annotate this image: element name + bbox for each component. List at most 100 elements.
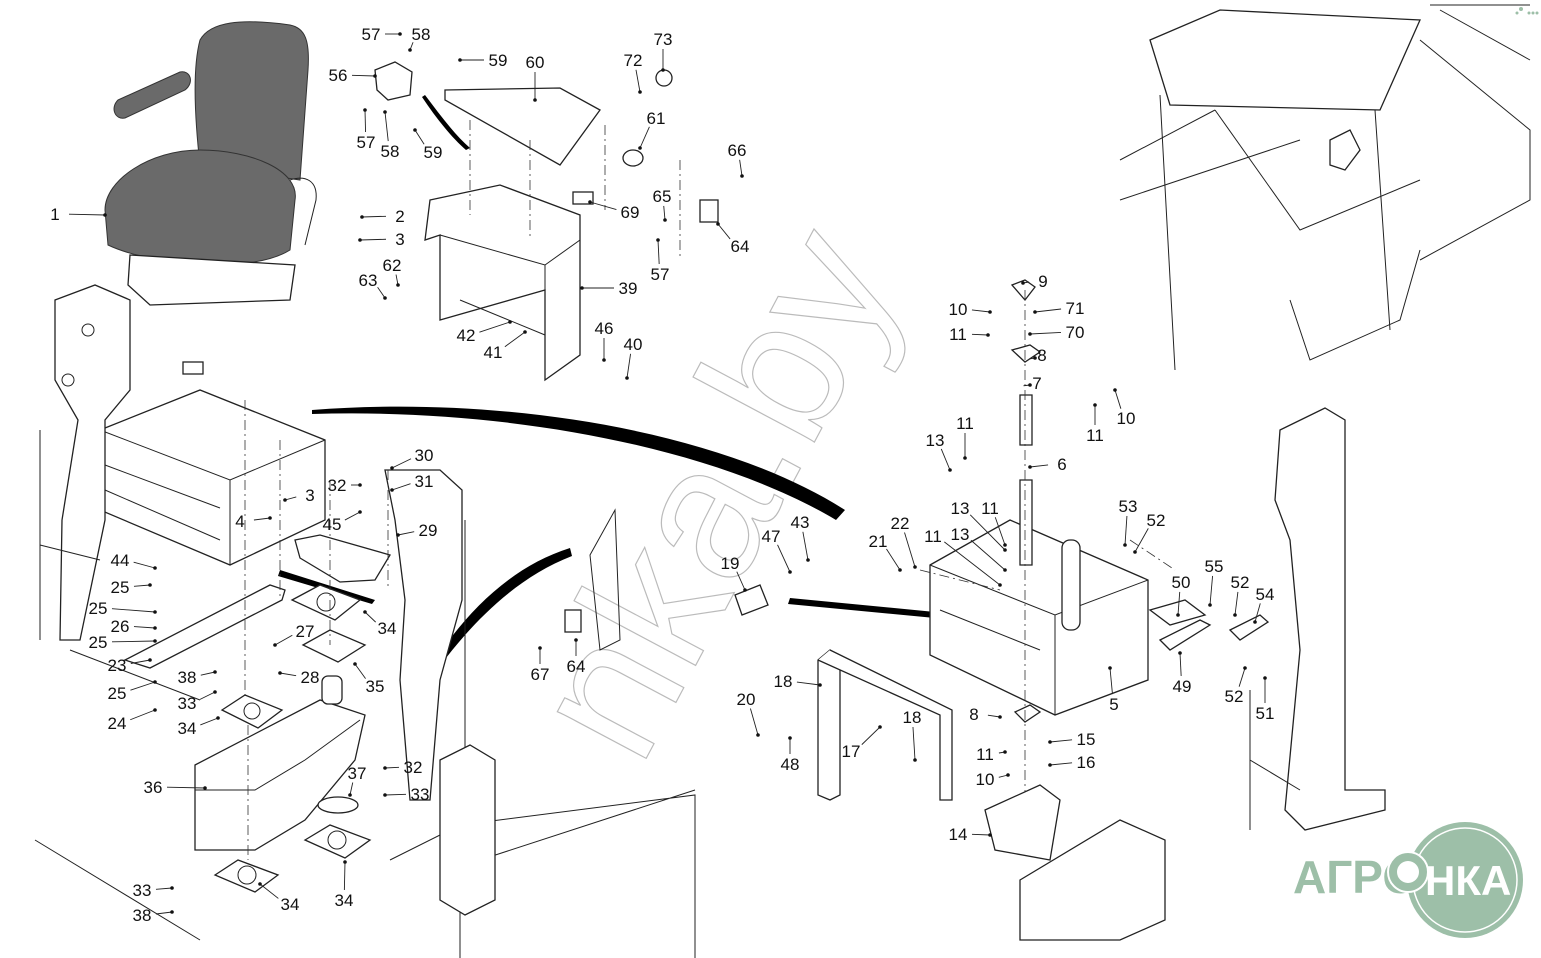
leader-dot <box>1263 676 1267 680</box>
leader-dot <box>363 610 367 614</box>
callout-c16: 16 <box>1048 753 1095 772</box>
callout-c13b: 13 <box>951 499 1007 552</box>
callout-c57a: 57 <box>362 25 402 44</box>
part-number-label: 11 <box>956 414 974 433</box>
leader-dot <box>1048 763 1052 767</box>
part-number-label: 37 <box>348 764 367 783</box>
part-number-label: 21 <box>869 532 888 551</box>
part-number-label: 48 <box>781 755 800 774</box>
callout-c34c: 34 <box>335 860 353 910</box>
leader-dot <box>413 128 417 132</box>
leader-line <box>377 287 386 299</box>
callout-c20: 20 <box>737 690 760 737</box>
callout-c45: 45 <box>323 510 362 534</box>
part-number-label: 11 <box>924 527 942 546</box>
callout-c49: 49 <box>1173 651 1191 696</box>
part-number-label: 34 <box>281 895 300 914</box>
seat-support-box-right <box>734 279 1270 941</box>
callout-c34b: 34 <box>363 610 396 638</box>
callout-c8b: 8 <box>969 705 1002 724</box>
part-number-label: 28 <box>301 668 320 687</box>
leader-dot <box>360 215 364 219</box>
leader-line <box>155 887 173 890</box>
part-number-label: 23 <box>108 656 127 675</box>
part-number-label: 32 <box>404 758 423 777</box>
callout-c62: 62 <box>383 256 401 287</box>
leader-line <box>1124 515 1128 546</box>
block-8b <box>1013 704 1042 723</box>
callout-c36: 36 <box>144 778 207 797</box>
leader-dot <box>363 108 367 112</box>
leader-line <box>639 126 650 149</box>
part-number-label: 52 <box>1225 687 1244 706</box>
leader-line <box>414 129 425 145</box>
leader-line <box>391 458 412 469</box>
callout-c32a: 32 <box>328 476 362 495</box>
leader-line <box>130 681 156 691</box>
leader-dot <box>1003 543 1007 547</box>
callout-c3b: 3 <box>283 486 315 505</box>
leader-dot <box>998 715 1002 719</box>
part-number-label: 36 <box>144 778 163 797</box>
leader-line <box>359 238 387 241</box>
part-number-label: 67 <box>531 665 550 684</box>
operator-seat <box>104 21 317 306</box>
latch-54 <box>1228 614 1270 641</box>
callout-c1: 1 <box>50 205 107 224</box>
leader-dot <box>878 725 882 729</box>
leader-dot <box>153 639 157 643</box>
callout-c25c: 25 <box>89 633 157 652</box>
seat-cushion <box>104 149 296 266</box>
mount-plate <box>294 534 391 583</box>
leader-line <box>384 111 389 142</box>
leader-dot <box>602 358 606 362</box>
handle-9 <box>1010 279 1036 302</box>
callout-c56: 56 <box>329 66 377 85</box>
callout-c25a: 25 <box>111 578 152 597</box>
leader-dot <box>1133 550 1137 554</box>
callout-c24: 24 <box>108 708 157 733</box>
tube-17 <box>817 649 841 801</box>
bracket-19 <box>734 584 769 616</box>
part-number-label: 55 <box>1205 557 1224 576</box>
post-6 <box>1019 479 1033 566</box>
part-number-label: 25 <box>89 599 108 618</box>
leader-dot <box>740 174 744 178</box>
leader-dot <box>963 456 967 460</box>
part-number-label: 52 <box>1147 511 1166 530</box>
callout-c21: 21 <box>869 532 902 572</box>
leader-line <box>111 608 156 613</box>
part-number-label: 3 <box>395 230 404 249</box>
callout-c10c: 10 <box>976 770 1010 789</box>
seat-backrest <box>194 21 309 181</box>
part-number-label: 57 <box>362 25 381 44</box>
leader-dot <box>533 98 537 102</box>
part-number-label: 20 <box>737 690 756 709</box>
leader-line <box>133 561 156 569</box>
callout-c37: 37 <box>348 764 367 797</box>
callout-c71: 71 <box>1033 299 1084 318</box>
part-number-label: 7 <box>1032 374 1041 393</box>
leader-line <box>279 672 297 677</box>
leader-line <box>886 548 901 571</box>
leader-dot <box>913 565 917 569</box>
leader-dot <box>383 793 387 797</box>
leader-dot <box>216 716 220 720</box>
part-number-label: 64 <box>731 237 750 256</box>
leader-dot <box>716 222 720 226</box>
part-number-label: 65 <box>653 187 672 206</box>
leader-dot <box>1108 666 1112 670</box>
callout-c23: 23 <box>108 656 152 675</box>
callout-c33c: 33 <box>133 881 174 900</box>
callout-c4: 4 <box>235 512 272 531</box>
callout-c6: 6 <box>1028 455 1067 474</box>
leader-line <box>155 911 173 915</box>
part-number-label: 13 <box>951 499 970 518</box>
right-frame <box>1249 407 1386 831</box>
leader-line <box>397 531 415 536</box>
leader-dot <box>396 533 400 537</box>
leader-dot <box>788 570 792 574</box>
part-number-label: 42 <box>457 326 476 345</box>
callout-c42: 42 <box>457 320 512 345</box>
